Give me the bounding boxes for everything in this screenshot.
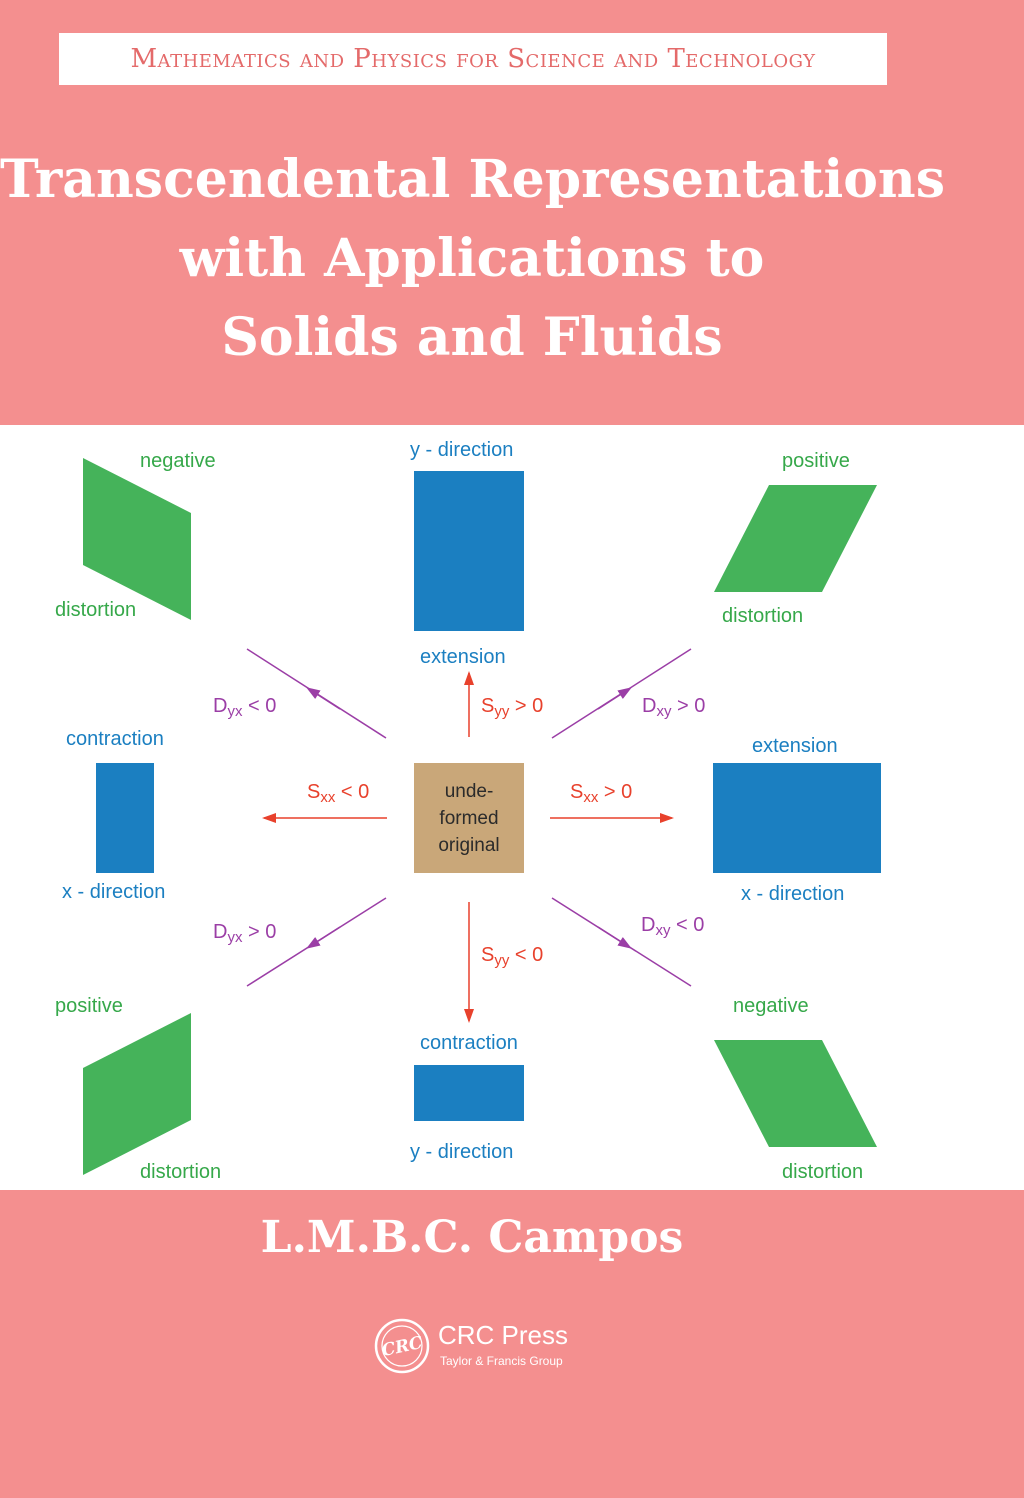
crc-logo-icon: CRC [374,1318,430,1374]
top-left-kind: distortion [55,599,137,621]
top-right-sign: positive [782,450,850,472]
publisher-block: CRC CRC Press Taylor & Francis Group [374,1316,594,1376]
series-title: Mathematics and Physics for Science and … [130,44,816,74]
center-label-2: formed [439,807,499,829]
bottom-right-kind: distortion [782,1161,864,1183]
deformation-diagram: unde- formed original negative distortio… [0,425,1024,1190]
top-stretch-label: Syy > 0 [481,695,544,720]
author-name: L.M.B.C. Campos [260,1212,684,1263]
bottom-left-shear-label: Dyx > 0 [213,921,277,946]
series-banner: Mathematics and Physics for Science and … [59,33,887,85]
center-label-1: unde- [444,780,494,802]
left-effect-label: contraction [66,728,164,750]
bottom-right-sign: negative [733,995,809,1017]
book-title: Transcendental Representations with Appl… [0,140,946,377]
right-effect-label: extension [752,735,838,757]
bottom-axis-label: y - direction [410,1141,514,1163]
left-axis-label: x - direction [62,881,166,903]
shear-arrow-top-right [597,687,632,710]
distortion-shape-top-right [714,485,877,592]
title-line-2: with Applications to [179,228,765,289]
publisher-group: Taylor & Francis Group [440,1354,563,1368]
contraction-rect-y [414,1065,524,1121]
bottom-effect-label: contraction [420,1032,518,1054]
undeformed-original-square: unde- formed original [414,763,524,873]
distortion-shape-bottom-left [83,1013,191,1175]
distortion-shape-bottom-right [714,1040,877,1147]
top-right-shear-label: Dxy > 0 [642,695,706,720]
extension-rect-x [713,763,881,873]
distortion-shape-top-left [83,458,191,620]
center-label-3: original [438,834,500,856]
contraction-rect-x [96,763,154,873]
extension-rect-y [414,471,524,631]
top-axis-label: y - direction [410,439,514,461]
title-line-3: Solids and Fluids [221,307,723,368]
shear-arrow-bottom-right [597,926,632,949]
bottom-left-sign: positive [55,995,123,1017]
publisher-name: CRC Press [438,1320,569,1350]
top-right-kind: distortion [722,605,804,627]
right-stretch-label: Sxx > 0 [570,781,633,806]
top-effect-label: extension [420,646,506,668]
bottom-left-kind: distortion [140,1161,222,1183]
top-left-sign: negative [140,450,216,472]
bottom-right-shear-label: Dxy < 0 [641,914,705,939]
right-axis-label: x - direction [741,883,845,905]
title-line-1: Transcendental Representations [0,149,946,210]
shear-arrow-bottom-left [306,926,341,949]
top-left-shear-label: Dyx < 0 [213,695,277,720]
diagram-shapes [83,458,881,1175]
left-stretch-label: Sxx < 0 [307,781,370,806]
shear-arrow-top-left [306,687,341,710]
bottom-stretch-label: Syy < 0 [481,944,544,969]
